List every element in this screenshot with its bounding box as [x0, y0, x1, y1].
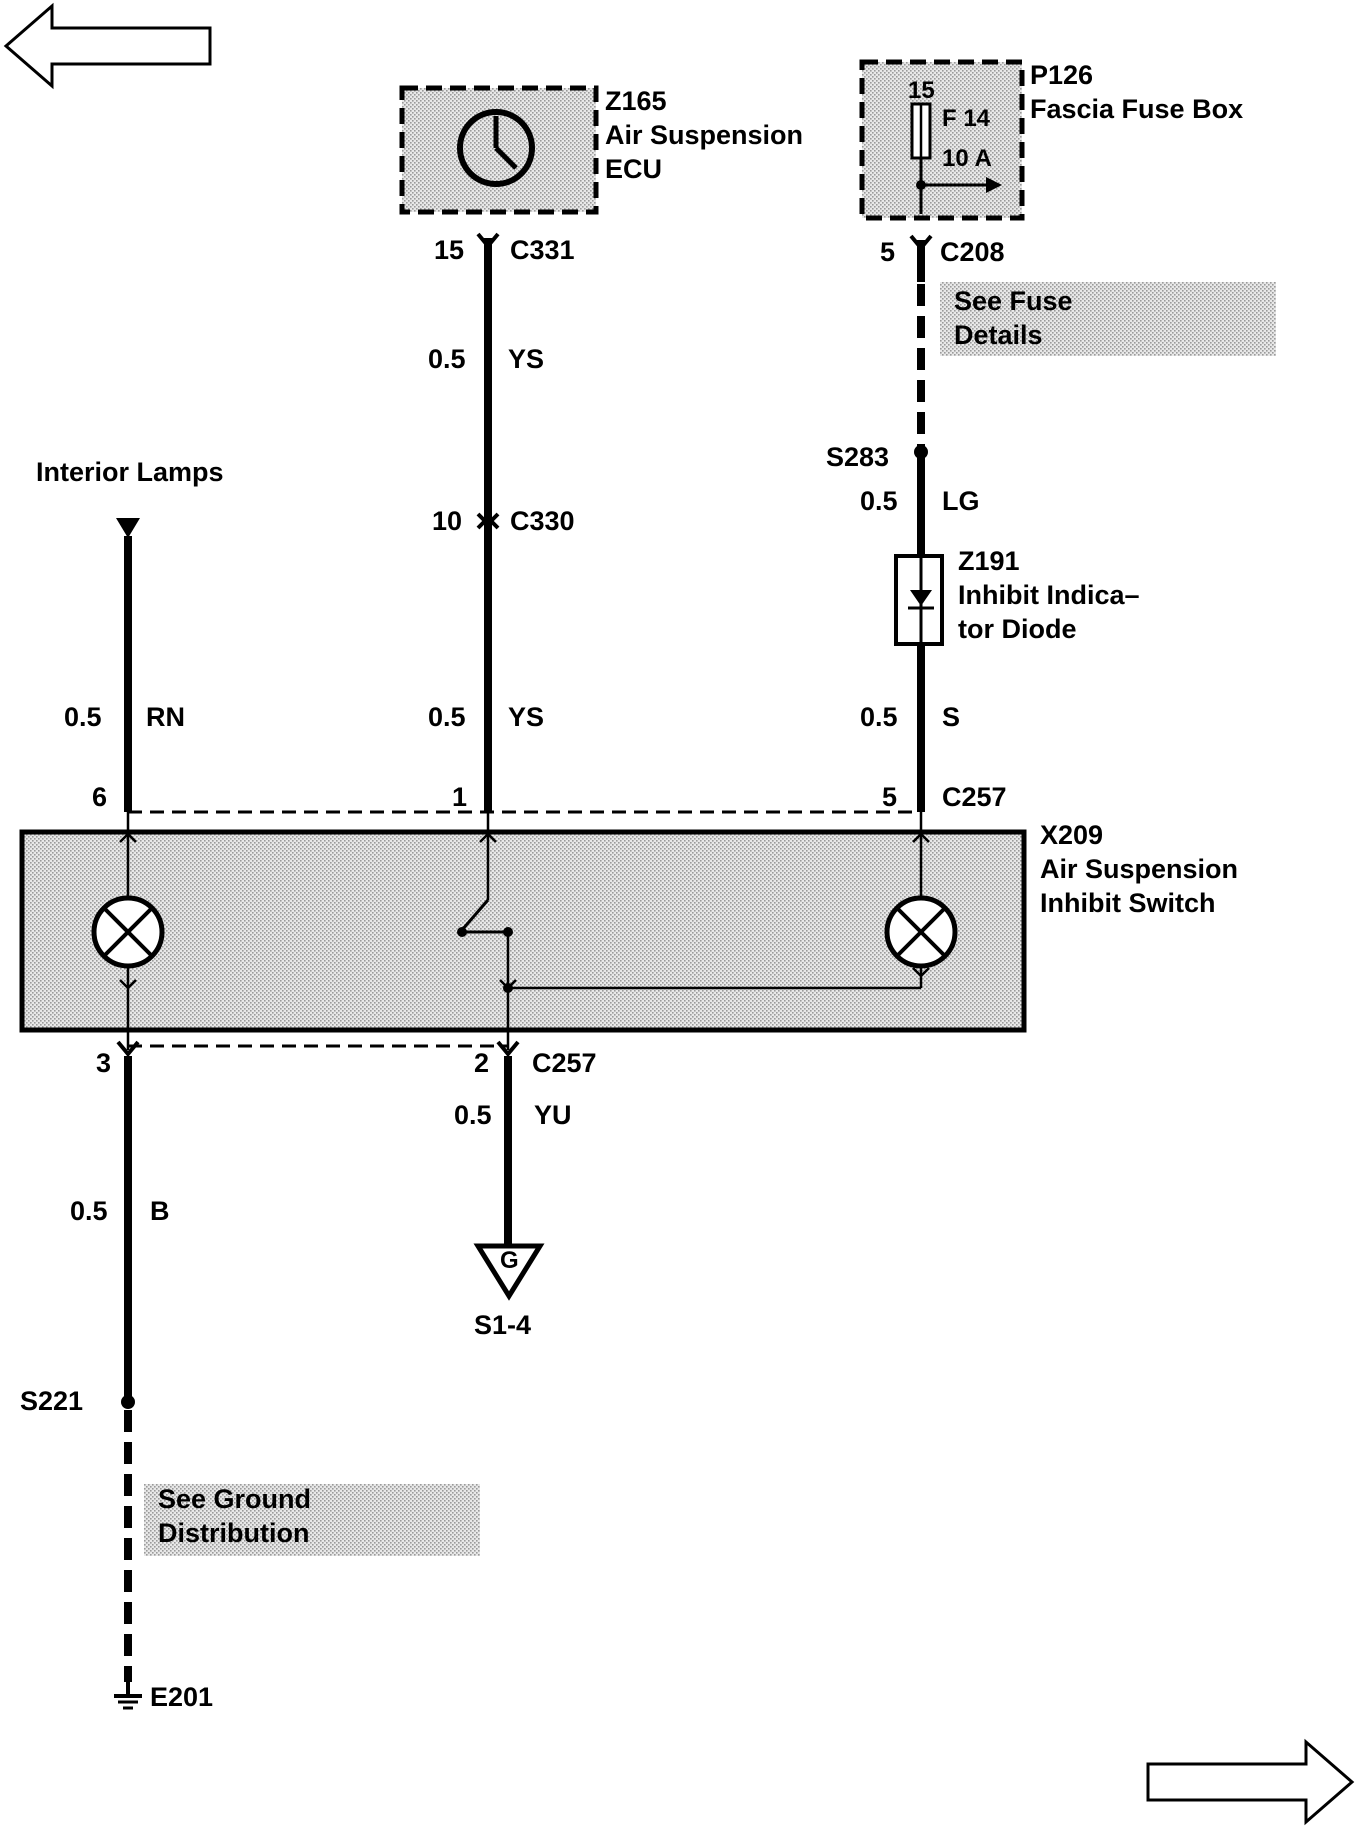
c330-pin: 10	[432, 506, 462, 536]
ecu-id: Z165	[605, 86, 667, 116]
diode-icon	[908, 556, 934, 644]
left-arrow-icon	[3, 2, 212, 90]
wire-ys-upper-color: YS	[508, 344, 544, 374]
wire-ys-upper-size: 0.5	[428, 344, 466, 374]
back-arrow-button[interactable]	[3, 2, 212, 90]
diode-name-line1: Inhibit Indica–	[958, 580, 1140, 610]
c330-connector: C330	[510, 506, 575, 536]
ground-icon	[114, 1682, 142, 1710]
lamp-icon	[884, 895, 958, 969]
fusebox-p126: 15 F 14 10 A P126 Fascia Fuse Box	[859, 59, 1243, 221]
fuse-rating: 10 A	[942, 145, 992, 172]
connector-c257-bottom: 3 2 C257	[96, 1040, 597, 1078]
ground-tri-letter: G	[500, 1247, 519, 1274]
ecu-z165: Z165 Air Suspension ECU	[399, 85, 803, 215]
interior-lamps-label: Interior Lamps	[36, 457, 224, 487]
diode-name-line2: tor Diode	[958, 614, 1077, 644]
down-arrow-icon	[116, 518, 140, 538]
ecu-pin: 15	[434, 235, 464, 265]
wire-s-size: 0.5	[860, 702, 898, 732]
ground-ref-line2: Distribution	[158, 1518, 309, 1548]
switch-pin-1: 1	[452, 782, 467, 812]
fusebox-pin: 5	[880, 237, 895, 267]
ground-triangle-icon	[473, 1243, 545, 1301]
splice-s221: S221	[20, 1386, 83, 1416]
wire-yu-color: YU	[534, 1100, 572, 1130]
wire-ys-lower-size: 0.5	[428, 702, 466, 732]
wire-b-size: 0.5	[70, 1196, 108, 1226]
wire-lg-color: LG	[942, 486, 980, 516]
switch-bottom-connector: C257	[532, 1048, 597, 1078]
switch-contact-icon	[457, 899, 513, 937]
wire-lg-size: 0.5	[860, 486, 898, 516]
wire-yu: 0.5 YU G S1-4	[454, 1056, 572, 1340]
splice-s283: S283	[826, 442, 889, 472]
switch-x209: X209 Air Suspension Inhibit Switch	[19, 812, 1238, 1050]
arrow-right-icon	[986, 177, 1002, 193]
wire-s-color: S	[942, 702, 960, 732]
wire-rn-size: 0.5	[64, 702, 102, 732]
wire-yu-size: 0.5	[454, 1100, 492, 1130]
wire-rn-color: RN	[146, 702, 185, 732]
switch-pin-6: 6	[92, 782, 107, 812]
fusebox-name: Fascia Fuse Box	[1030, 94, 1243, 124]
ecu-connector: C331	[510, 235, 575, 265]
ecu-name-line2: ECU	[605, 154, 662, 184]
fuse-ref-line1: See Fuse	[954, 286, 1073, 316]
fuse-ref-line2: Details	[954, 320, 1043, 350]
wire-lg-s: 5 C208 See Fuse Details S283 0.5 LG Z191…	[826, 234, 1276, 812]
switch-pin-3: 3	[96, 1048, 111, 1078]
forward-arrow-button[interactable]	[1146, 1738, 1355, 1826]
wire-ys: 15 C331 0.5 YS 10 C330 0.5 YS	[428, 232, 575, 812]
right-arrow-icon	[1146, 1738, 1355, 1826]
wire-rn: Interior Lamps 0.5 RN	[36, 457, 224, 812]
ground-ref-line1: See Ground	[158, 1484, 311, 1514]
clock-icon	[457, 109, 535, 187]
switch-name-line1: Air Suspension	[1040, 854, 1238, 884]
fusebox-id: P126	[1030, 60, 1093, 90]
switch-pin-2: 2	[474, 1048, 489, 1078]
fuse-name: F 14	[942, 105, 991, 132]
diode-id: Z191	[958, 546, 1020, 576]
ground-tri-ref: S1-4	[474, 1310, 531, 1340]
connector-c257-top: 6 1 5 C257	[92, 782, 1007, 814]
ground-e201: E201	[150, 1682, 213, 1712]
fusebox-connector: C208	[940, 237, 1005, 267]
switch-pin-5: 5	[882, 782, 897, 812]
switch-name-line2: Inhibit Switch	[1040, 888, 1216, 918]
wire-ys-lower-color: YS	[508, 702, 544, 732]
wire-b-color: B	[150, 1196, 170, 1226]
switch-id: X209	[1040, 820, 1103, 850]
wire-b: 0.5 B S221 See Ground Distribution E201	[20, 1056, 480, 1712]
lamp-icon	[91, 895, 165, 969]
switch-top-connector: C257	[942, 782, 1007, 812]
fusebox-pin-top: 15	[908, 77, 935, 104]
ecu-name-line1: Air Suspension	[605, 120, 803, 150]
